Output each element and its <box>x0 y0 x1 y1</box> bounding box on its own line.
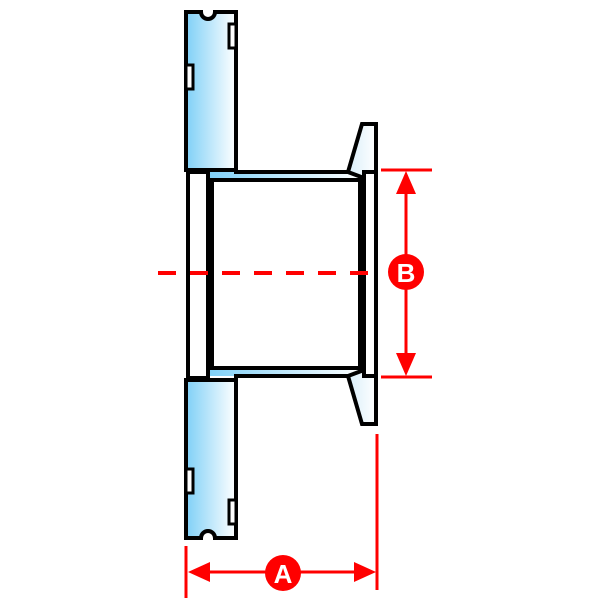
arrowhead-down-icon <box>396 353 416 376</box>
dimension-a-badge <box>265 555 301 591</box>
dimension-b-badge <box>388 254 424 290</box>
plate-slot-right <box>227 22 238 50</box>
arrowhead-up-icon <box>396 171 416 194</box>
dimension-b <box>381 168 432 379</box>
dimension-a <box>184 434 379 598</box>
plate-slot-left <box>184 467 195 495</box>
wall-plate-lower <box>184 378 238 540</box>
plate-slot-left <box>184 63 195 91</box>
wall-plate-upper <box>184 10 238 172</box>
dimension-a-label: A <box>274 559 293 589</box>
plate-slot-right <box>227 498 238 526</box>
arrowhead-left-icon <box>188 562 210 582</box>
arrowhead-right-icon <box>354 562 376 582</box>
dimension-b-label: B <box>397 258 416 288</box>
